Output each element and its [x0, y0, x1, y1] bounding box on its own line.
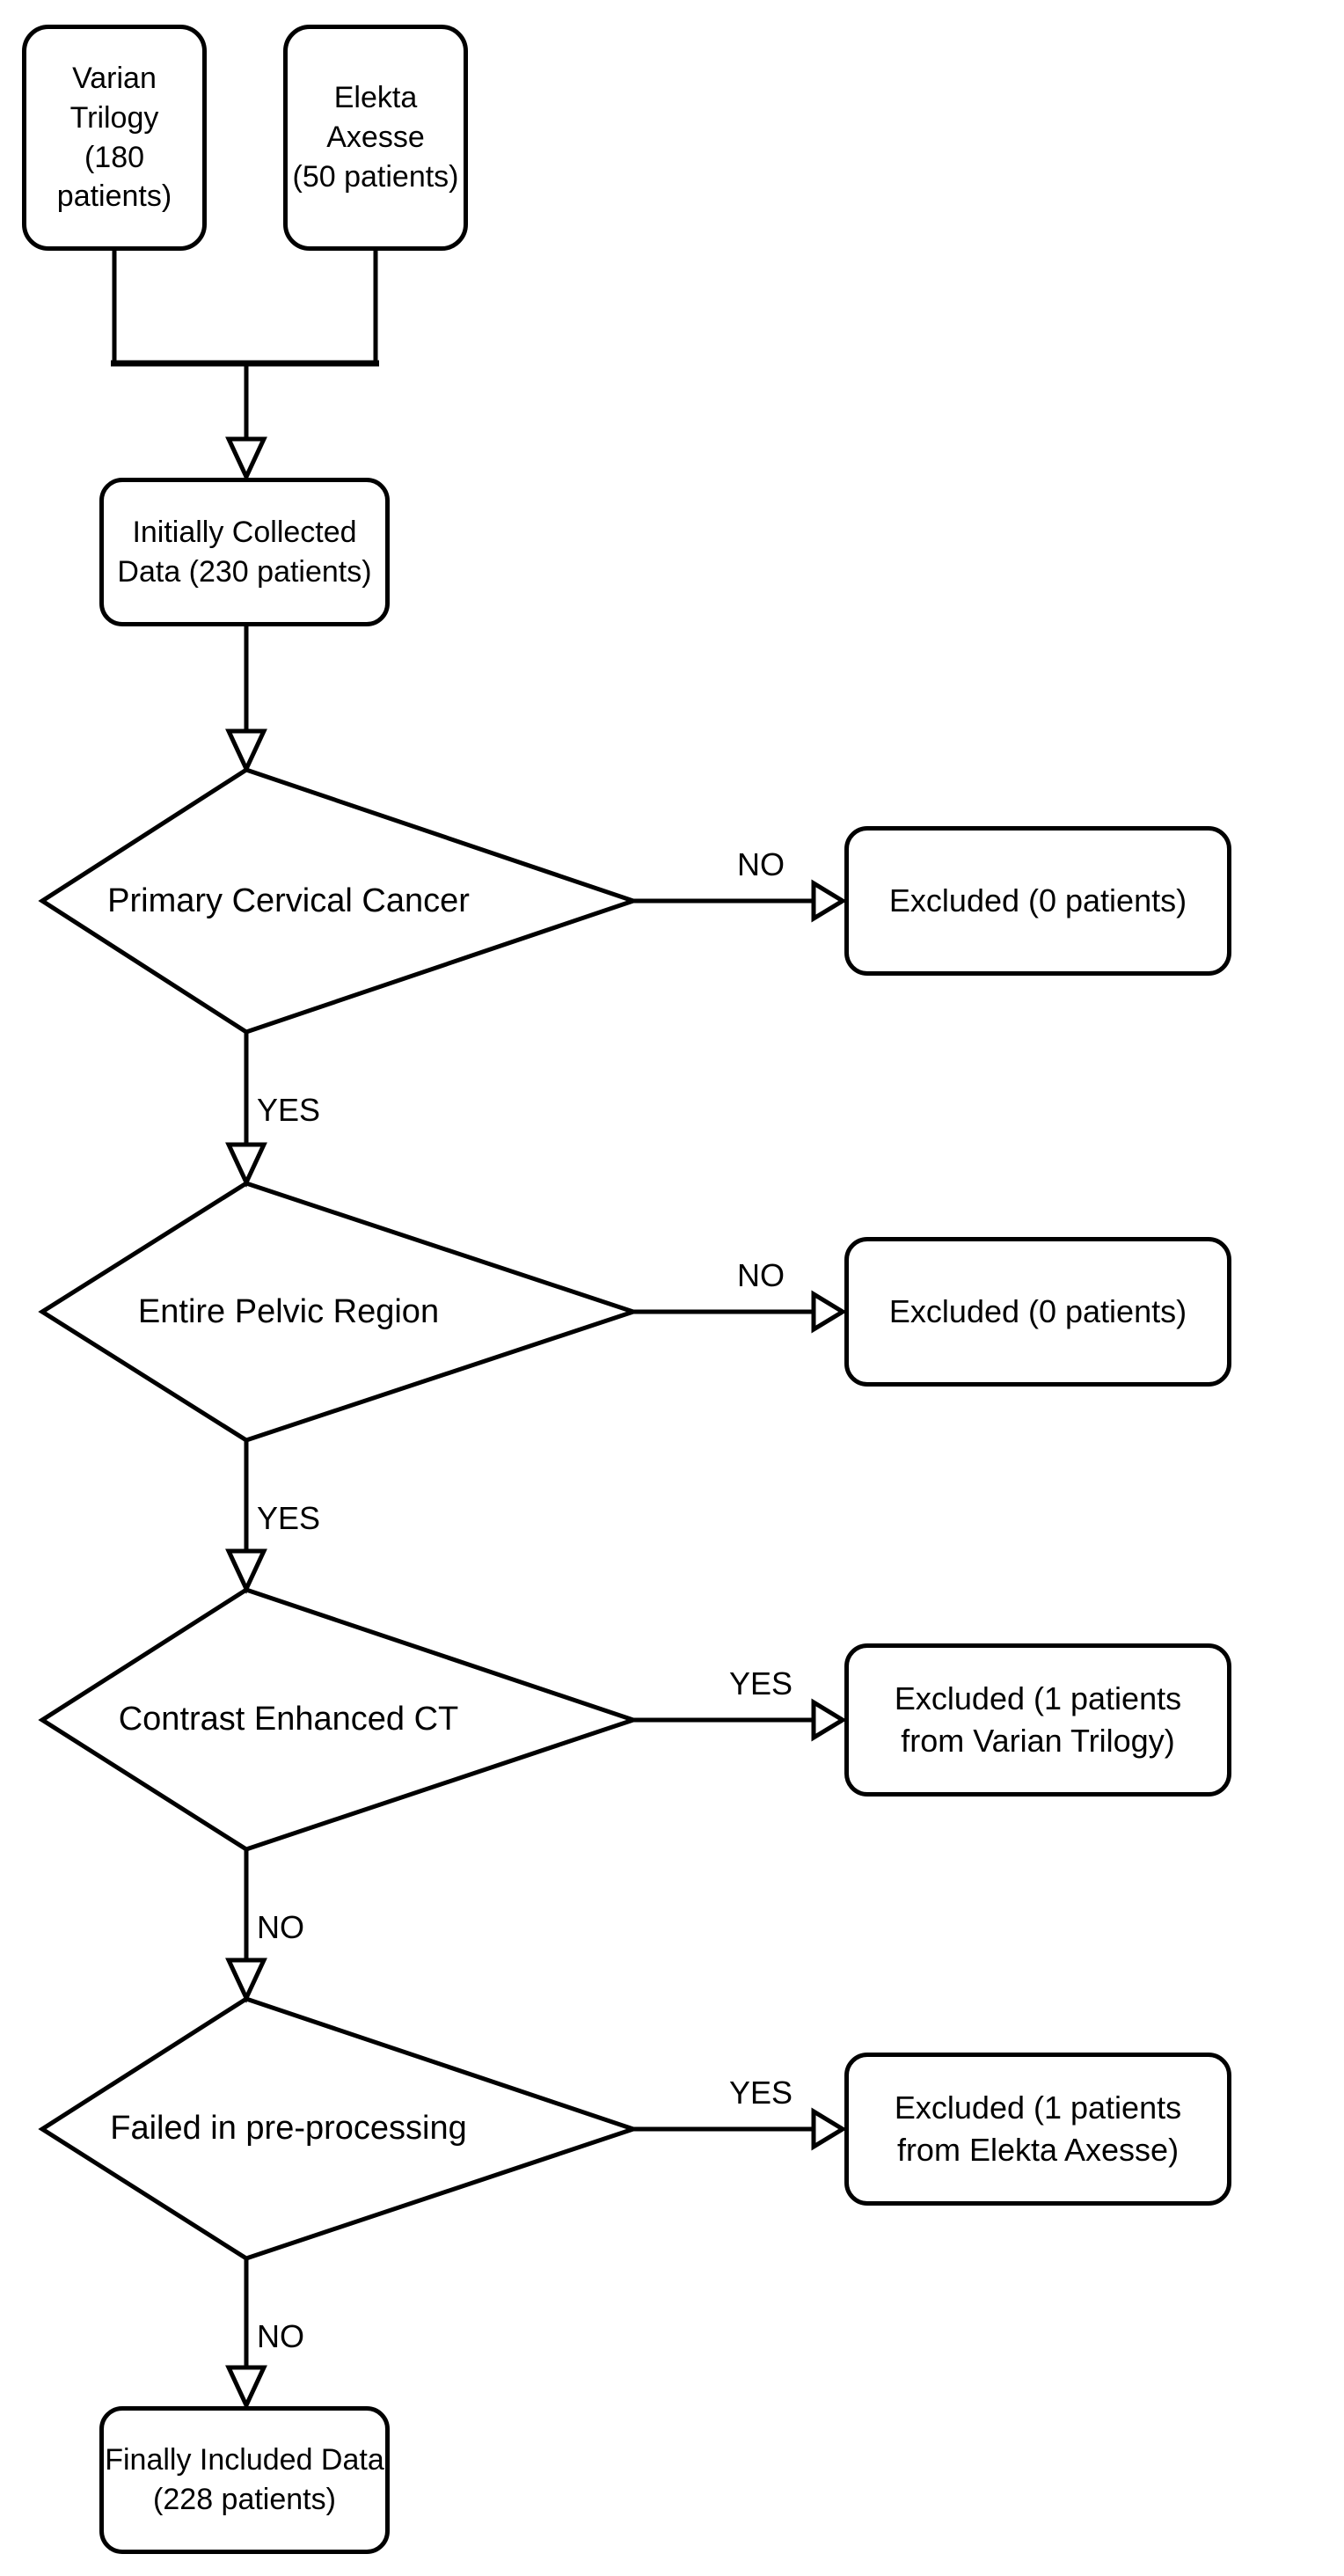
- node-elekta-axesse: Elekta Axesse (50 patients): [283, 25, 468, 251]
- node-line: from Varian Trilogy): [901, 1723, 1175, 1759]
- node-line: Data (230 patients): [117, 554, 372, 589]
- arrowhead-down-icon: [225, 1958, 267, 2003]
- node-excluded-4: Excluded (1 patients from Elekta Axesse): [844, 2053, 1231, 2206]
- node-line: Varian Trilogy: [69, 61, 159, 135]
- node-line: Elekta Axesse: [326, 81, 425, 155]
- node-line: (228 patients): [153, 2483, 336, 2516]
- node-varian-trilogy: Varian Trilogy (180 patients): [22, 25, 207, 251]
- decision-label-failed-pre-processing: Failed in pre-processing: [110, 2110, 467, 2147]
- edge-label-d3-yes: YES: [728, 1665, 793, 1701]
- node-line: Excluded (0 patients): [888, 1293, 1187, 1330]
- node-finally-included: Finally Included Data (228 patients): [99, 2406, 390, 2554]
- arrowhead-right-icon: [811, 1290, 847, 1334]
- edge-label-d4-yes: YES: [728, 2075, 793, 2111]
- arrowhead-right-icon: [811, 1698, 847, 1742]
- node-excluded-1: Excluded (0 patients): [844, 826, 1231, 976]
- edge-label-d1-yes: YES: [257, 1092, 321, 1128]
- arrowhead-down-icon: [225, 1142, 267, 1188]
- decision-label-entire-pelvic-region: Entire Pelvic Region: [137, 1292, 440, 1330]
- arrowhead-down-icon: [225, 436, 267, 482]
- arrowhead-down-icon: [225, 728, 267, 774]
- node-line: Excluded (0 patients): [888, 882, 1187, 919]
- arrowhead-right-icon: [811, 2107, 847, 2151]
- node-initially-collected: Initially Collected Data (230 patients): [99, 478, 390, 626]
- node-excluded-3: Excluded (1 patients from Varian Trilogy…: [844, 1643, 1231, 1797]
- arrowhead-right-icon: [811, 879, 847, 923]
- node-line: Excluded (1 patients: [894, 1680, 1182, 1717]
- edge-label-d2-no: NO: [737, 1257, 785, 1293]
- edge-label-d2-yes: YES: [257, 1500, 321, 1536]
- node-line: from Elekta Axesse): [896, 2132, 1180, 2168]
- node-line: (50 patients): [292, 159, 459, 194]
- edge-label-d4-no: NO: [257, 2318, 304, 2354]
- edge-label-d3-no: NO: [257, 1909, 304, 1945]
- decision-label-contrast-enhanced-ct: Contrast Enhanced CT: [118, 1701, 459, 1738]
- node-line: Initially Collected: [132, 515, 357, 549]
- decision-label-primary-cervical-cancer: Primary Cervical Cancer: [107, 882, 470, 919]
- node-line: Excluded (1 patients: [894, 2089, 1182, 2126]
- node-excluded-2: Excluded (0 patients): [844, 1237, 1231, 1387]
- edge-label-d1-no: NO: [737, 846, 785, 882]
- node-line: (180 patients): [56, 140, 172, 214]
- arrowhead-down-icon: [225, 1548, 267, 1594]
- arrowhead-down-icon: [225, 2365, 267, 2411]
- node-line: Finally Included Data: [105, 2443, 384, 2477]
